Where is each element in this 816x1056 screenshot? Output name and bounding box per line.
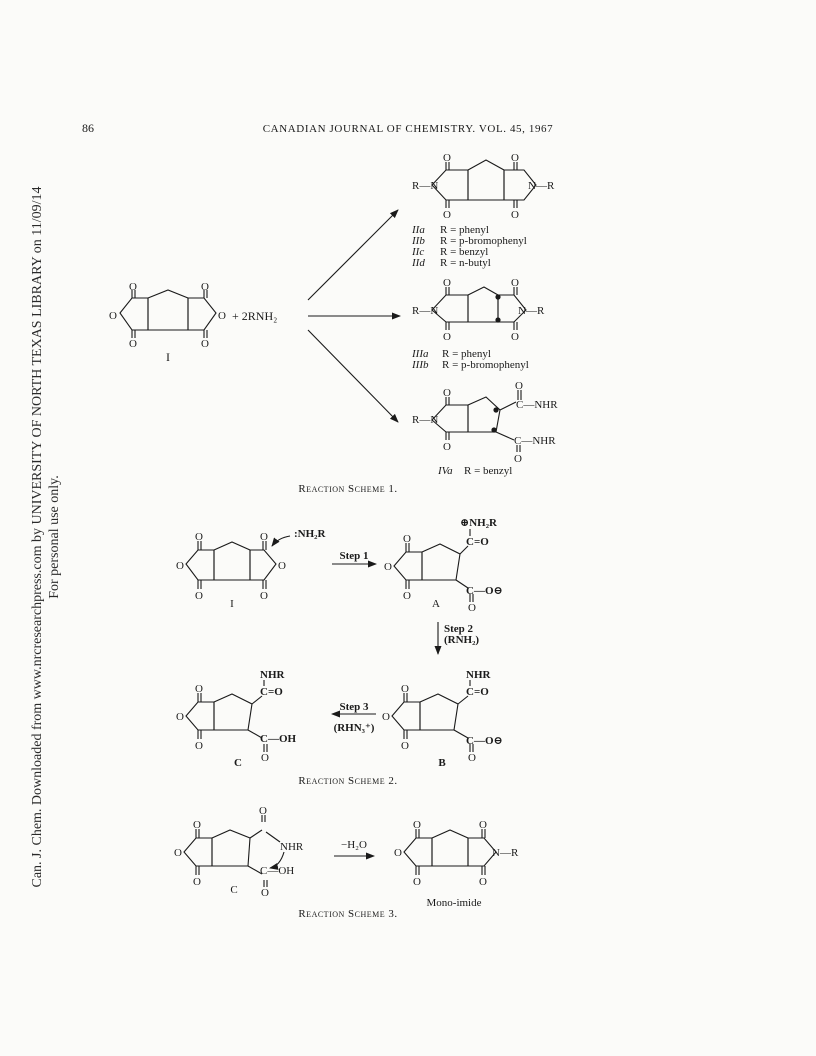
A-carboxylate: C—O⊖: [466, 585, 503, 597]
svg-text:R = benzyl: R = benzyl: [464, 465, 512, 477]
C-carbonyl: C=O: [260, 686, 283, 698]
B-carboxylate: C—O⊖: [466, 735, 503, 747]
svg-text:R = benzyl: R = benzyl: [440, 246, 488, 258]
svg-text:IIIb: IIIb: [411, 359, 429, 371]
svg-text:R = phenyl: R = phenyl: [440, 224, 489, 236]
scheme3-caption: Reaction Scheme 3.: [298, 908, 397, 920]
svg-text:IId: IId: [411, 257, 425, 269]
step3-reagent: (RHN₃⁺): [334, 722, 375, 734]
download-notice-line2: For personal use only.: [47, 475, 62, 599]
scheme3-label-C: C: [230, 884, 237, 896]
IV-left-substituent: R—N: [412, 414, 438, 426]
II-variant-list: IIa R = phenyl IIb R = p-bromophenyl IIc…: [411, 224, 527, 269]
dehydration-label: −H₂O: [341, 839, 367, 851]
svg-text:IVa: IVa: [437, 465, 453, 477]
svg-text:IIIa: IIIa: [411, 348, 429, 360]
svg-text:IIa: IIa: [411, 224, 425, 236]
mono-imide-r-group: N—R: [492, 847, 519, 859]
running-head: CANADIAN JOURNAL OF CHEMISTRY. VOL. 45, …: [263, 123, 554, 135]
compound-I-label: I: [166, 350, 170, 364]
compound-II-structure: [431, 159, 537, 208]
C-amide-group: NHR: [260, 669, 286, 681]
compound-I-structure: [119, 289, 217, 338]
step3-label: Step 3: [339, 701, 369, 713]
scheme1-caption: Reaction Scheme 1.: [298, 483, 397, 495]
B-carbonyl: C=O: [466, 686, 489, 698]
III-right-substituent: N—R: [518, 305, 545, 317]
download-notice-line1: Can. J. Chem. Downloaded from www.nrcres…: [30, 186, 45, 888]
scheme3-compound-C: [183, 815, 285, 887]
arrow-to-II: [307, 209, 399, 301]
svg-text:IIb: IIb: [411, 235, 425, 247]
mono-imide-structure: [403, 829, 497, 875]
IV-amide-top: C—NHR: [516, 399, 558, 411]
compound-III-structure: [431, 286, 527, 330]
compound-A-label: A: [432, 598, 440, 610]
scheme3-nhr: NHR: [280, 841, 304, 853]
svg-text:R = p-bromophenyl: R = p-bromophenyl: [442, 359, 529, 371]
amine-nucleophile: :NH₂R: [294, 528, 326, 540]
II-right-substituent: N—R: [528, 180, 555, 192]
svg-text:R = phenyl: R = phenyl: [442, 348, 491, 360]
III-left-substituent: R—N: [412, 305, 438, 317]
A-carbonyl: C=O: [466, 536, 489, 548]
B-amide-group: NHR: [466, 669, 492, 681]
svg-text:R = p-bromophenyl: R = p-bromophenyl: [440, 235, 527, 247]
C-acid: C—OH: [260, 733, 297, 745]
A-amide-group: ⊕NH₂R: [460, 517, 498, 529]
III-variant-list: IIIa R = phenyl IIIb R = p-bromophenyl: [411, 348, 529, 371]
compound-C-label: C: [234, 757, 242, 769]
II-left-substituent: R—N: [412, 180, 438, 192]
scheme3-acid: C—OH: [260, 865, 294, 877]
reagent-label: + 2RNH₂: [232, 309, 277, 323]
page-number: 86: [82, 121, 94, 135]
download-notice: Can. J. Chem. Downloaded from www.nrcres…: [29, 147, 63, 927]
compound-A-structure: [393, 529, 474, 602]
scheme2-caption: Reaction Scheme 2.: [298, 775, 397, 787]
step2-reagent: (RNH₂): [444, 634, 479, 646]
IV-variant-list: IVa R = benzyl: [437, 465, 512, 477]
compound-B-label: B: [438, 757, 446, 769]
step2-label: Step 2: [444, 623, 474, 635]
step1-label: Step 1: [339, 550, 368, 562]
svg-text:IIc: IIc: [411, 246, 424, 258]
scheme2-label-I: I: [230, 598, 234, 610]
svg-text:R = n-butyl: R = n-butyl: [440, 257, 491, 269]
IV-amide-bottom: C—NHR: [514, 435, 556, 447]
arrow-to-IV: [307, 329, 399, 423]
scheme2-compound-I: [185, 535, 291, 589]
stereo-dots: [491, 294, 501, 433]
mono-imide-label: Mono-imide: [427, 897, 482, 909]
